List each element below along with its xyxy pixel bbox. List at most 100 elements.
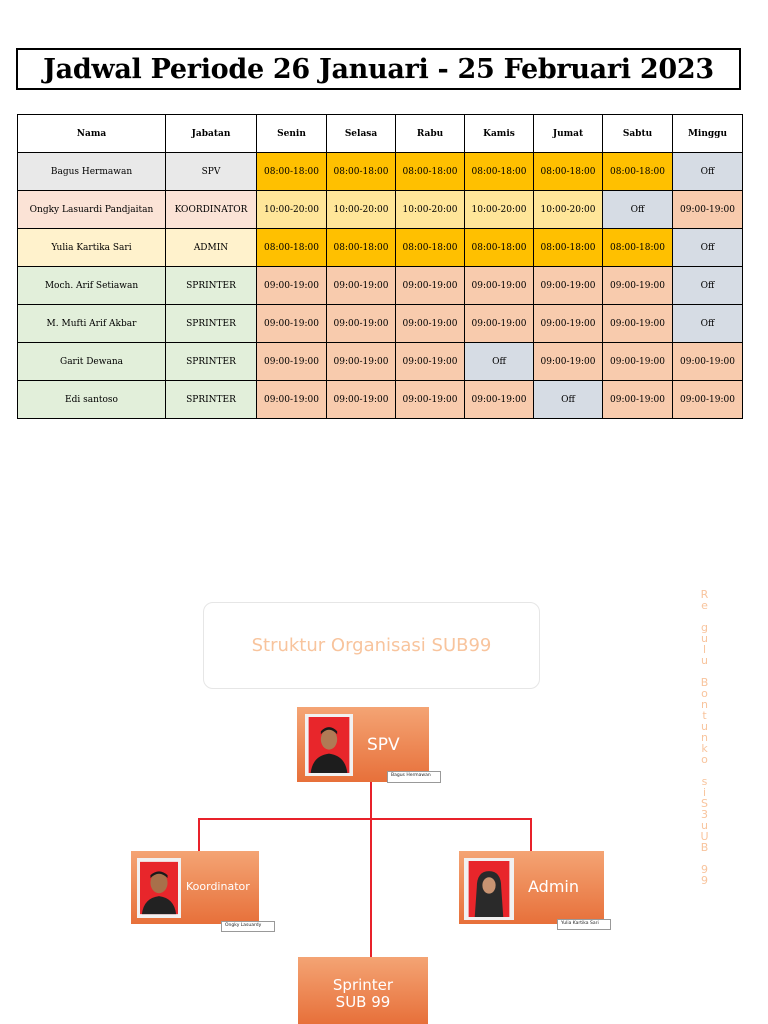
shift-cell: Off xyxy=(602,190,673,229)
connector-right-down xyxy=(530,818,532,852)
shift-cell: 08:00-18:00 xyxy=(395,152,465,191)
org-box-sprinter: Sprinter SUB 99 xyxy=(298,957,428,1024)
column-header: Jabatan xyxy=(165,114,257,153)
column-header: Rabu xyxy=(395,114,465,153)
shift-cell: 09:00-19:00 xyxy=(672,342,743,381)
employee-role-cell: SPRINTER xyxy=(165,380,257,419)
org-box-admin: Admin xyxy=(459,851,604,924)
employee-role-cell: SPRINTER xyxy=(165,304,257,343)
shift-cell: 10:00-20:00 xyxy=(464,190,534,229)
shift-cell: 09:00-19:00 xyxy=(672,190,743,229)
employee-role-cell: SPRINTER xyxy=(165,266,257,305)
vertical-side-text-label: Re gulu Bontunko siS3uUB 99 xyxy=(698,588,711,885)
employee-name-cell: Garit Dewana xyxy=(17,342,166,381)
shift-cell: 08:00-18:00 xyxy=(464,152,534,191)
sprinter-label-line1: Sprinter xyxy=(332,976,394,994)
shift-cell: 09:00-19:00 xyxy=(464,266,534,305)
sprinter-label-line2: SUB 99 xyxy=(335,993,391,1011)
shift-cell: 10:00-20:00 xyxy=(395,190,465,229)
shift-cell: 08:00-18:00 xyxy=(326,228,396,267)
shift-cell: 08:00-18:00 xyxy=(533,152,603,191)
employee-role-cell: ADMIN xyxy=(165,228,257,267)
shift-cell: 09:00-19:00 xyxy=(326,380,396,419)
shift-cell: 08:00-18:00 xyxy=(533,228,603,267)
shift-cell: 09:00-19:00 xyxy=(602,380,673,419)
employee-name-cell: M. Mufti Arif Akbar xyxy=(17,304,166,343)
org-chart-title: Struktur Organisasi SUB99 xyxy=(203,602,540,689)
connector-horizontal xyxy=(198,818,532,820)
koordinator-label: Koordinator xyxy=(186,880,250,893)
shift-cell: Off xyxy=(672,152,743,191)
column-header: Sabtu xyxy=(602,114,673,153)
shift-cell: 09:00-19:00 xyxy=(602,266,673,305)
spv-label: SPV xyxy=(367,735,400,755)
shift-cell: 09:00-19:00 xyxy=(464,304,534,343)
person-photo-icon xyxy=(308,717,350,773)
shift-cell: 10:00-20:00 xyxy=(326,190,396,229)
koordinator-name-tag: Ongky Lasuardy xyxy=(221,921,275,932)
shift-cell: 09:00-19:00 xyxy=(395,380,465,419)
shift-cell: Off xyxy=(672,304,743,343)
shift-cell: 09:00-19:00 xyxy=(395,342,465,381)
shift-cell: 09:00-19:00 xyxy=(602,342,673,381)
employee-role-cell: KOORDINATOR xyxy=(165,190,257,229)
shift-cell: 09:00-19:00 xyxy=(395,304,465,343)
employee-name-cell: Edi santoso xyxy=(17,380,166,419)
org-box-spv: SPV xyxy=(297,707,429,782)
connector-left-down xyxy=(198,818,200,852)
employee-role-cell: SPRINTER xyxy=(165,342,257,381)
shift-cell: 08:00-18:00 xyxy=(256,228,327,267)
employee-name-cell: Moch. Arif Setiawan xyxy=(17,266,166,305)
spv-photo xyxy=(305,714,353,776)
shift-cell: 09:00-19:00 xyxy=(326,342,396,381)
person-photo-icon xyxy=(468,861,510,917)
shift-cell: 09:00-19:00 xyxy=(256,342,327,381)
person-photo-icon xyxy=(140,861,178,915)
shift-cell: Off xyxy=(464,342,534,381)
koordinator-photo xyxy=(137,858,181,918)
shift-cell: 09:00-19:00 xyxy=(256,304,327,343)
shift-cell: Off xyxy=(672,228,743,267)
admin-photo xyxy=(464,858,514,920)
shift-cell: 09:00-19:00 xyxy=(256,266,327,305)
shift-cell: 09:00-19:00 xyxy=(464,380,534,419)
shift-cell: 10:00-20:00 xyxy=(533,190,603,229)
employee-name-cell: Bagus Hermawan xyxy=(17,152,166,191)
shift-cell: 08:00-18:00 xyxy=(326,152,396,191)
shift-cell: 09:00-19:00 xyxy=(672,380,743,419)
page-title: Jadwal Periode 26 Januari - 25 Februari … xyxy=(16,48,741,90)
employee-role-cell: SPV xyxy=(165,152,257,191)
shift-cell: Off xyxy=(533,380,603,419)
shift-cell: 08:00-18:00 xyxy=(464,228,534,267)
shift-cell: 08:00-18:00 xyxy=(395,228,465,267)
connector-spv-down xyxy=(370,782,372,820)
shift-cell: 10:00-20:00 xyxy=(256,190,327,229)
shift-cell: 09:00-19:00 xyxy=(256,380,327,419)
admin-name-tag: Yulia Kartika Sari xyxy=(557,919,611,930)
column-header: Selasa xyxy=(326,114,396,153)
spv-name-tag: Bagus Hermawan xyxy=(387,771,441,783)
admin-label: Admin xyxy=(528,877,579,896)
column-header: Minggu xyxy=(672,114,743,153)
org-box-koordinator: Koordinator xyxy=(131,851,259,924)
shift-cell: 09:00-19:00 xyxy=(602,304,673,343)
column-header: Kamis xyxy=(464,114,534,153)
employee-name-cell: Yulia Kartika Sari xyxy=(17,228,166,267)
column-header: Senin xyxy=(256,114,327,153)
shift-cell: 08:00-18:00 xyxy=(602,152,673,191)
shift-cell: 09:00-19:00 xyxy=(395,266,465,305)
vertical-side-text: Re gulu Bontunko siS3uUB 99 xyxy=(694,588,714,885)
shift-cell: 08:00-18:00 xyxy=(602,228,673,267)
shift-cell: 09:00-19:00 xyxy=(326,304,396,343)
column-header: Jumat xyxy=(533,114,603,153)
shift-cell: 09:00-19:00 xyxy=(326,266,396,305)
